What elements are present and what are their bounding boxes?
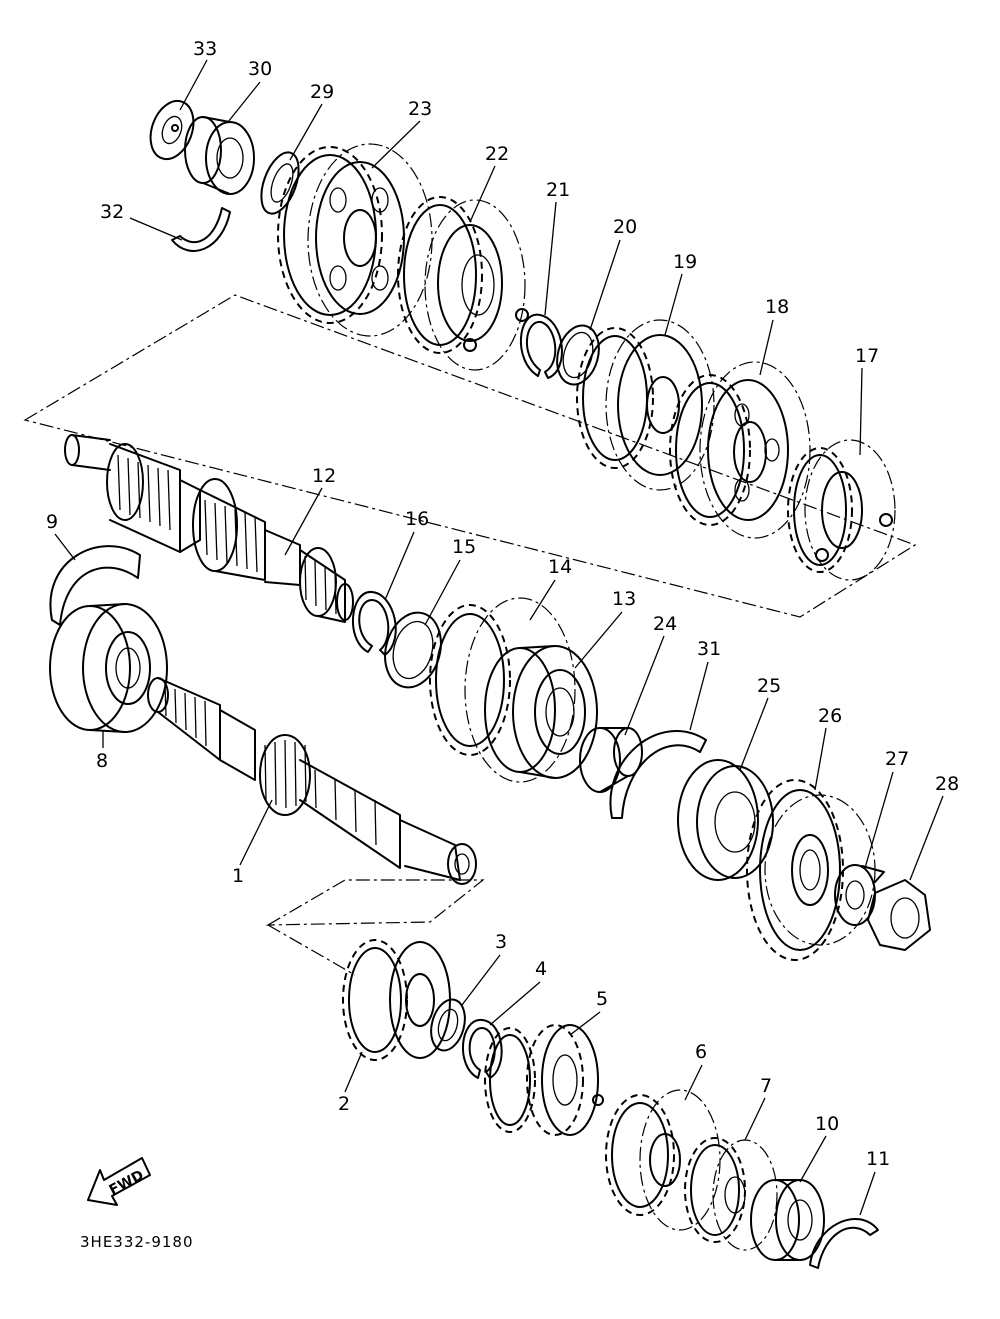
callout-10: 10: [815, 1113, 839, 1135]
callout-13: 13: [612, 588, 636, 610]
part-19-gear: [576, 319, 715, 491]
callout-20: 20: [613, 216, 637, 238]
callout-2: 2: [338, 1093, 350, 1115]
part-28-nut: [867, 879, 931, 951]
part-33-plate: [149, 99, 195, 161]
callout-8: 8: [96, 750, 108, 772]
part-21-circlip: [519, 313, 563, 379]
part-6-gear: [605, 1089, 721, 1231]
callout-14: 14: [548, 556, 572, 578]
part-17-gear: [787, 439, 896, 581]
callout-24: 24: [653, 613, 677, 635]
callout-32: 32: [100, 201, 124, 223]
part-3-washer: [430, 998, 466, 1052]
callout-7: 7: [760, 1075, 772, 1097]
part-11-circlip: [809, 1218, 879, 1269]
callout-4: 4: [535, 958, 547, 980]
callout-30: 30: [248, 58, 272, 80]
lower-assembly-frame: [265, 879, 485, 926]
callout-22: 22: [485, 143, 509, 165]
callout-21: 21: [546, 179, 570, 201]
part-30-bearing: [184, 116, 255, 195]
callout-3: 3: [495, 931, 507, 953]
lower-frame-link: [267, 924, 356, 976]
part-14-gear: [429, 597, 576, 783]
upper-assembly-frame: [23, 294, 917, 618]
part-8-bearing: [49, 603, 168, 733]
callout-17: 17: [855, 345, 879, 367]
part-1-shaft: [147, 677, 477, 885]
callout-31: 31: [697, 638, 721, 660]
callout-27: 27: [885, 748, 909, 770]
callout-6: 6: [695, 1041, 707, 1063]
part-22-gear: [397, 196, 529, 371]
part-10-bearing: [750, 1179, 825, 1261]
fwd-arrow-icon: FWD: [87, 1157, 151, 1206]
part-9-circlip: [49, 545, 141, 626]
callout-28: 28: [935, 773, 959, 795]
fwd-label: FWD: [107, 1167, 147, 1198]
callout-26: 26: [818, 705, 842, 727]
callout-23: 23: [408, 98, 432, 120]
part-24-collar: [579, 727, 643, 793]
callout-15: 15: [452, 536, 476, 558]
callout-29: 29: [310, 81, 334, 103]
part-16-circlip: [352, 590, 397, 656]
callout-9: 9: [46, 511, 58, 533]
part-12-shaft: [64, 434, 354, 623]
part-5-gear: [484, 1024, 604, 1136]
callouts: 33 30 29 23 22 21 20 19 18 17 32 12 16 1…: [46, 38, 959, 1216]
part-26-sprocket: [746, 779, 876, 961]
callout-18: 18: [765, 296, 789, 318]
callout-25: 25: [757, 675, 781, 697]
part-32-circlip: [171, 207, 231, 252]
part-23-gear: [277, 143, 433, 337]
callout-5: 5: [596, 988, 608, 1010]
part-20-washer: [556, 324, 600, 386]
callout-12: 12: [312, 465, 336, 487]
callout-19: 19: [673, 251, 697, 273]
part-31-circlip: [609, 730, 707, 819]
part-code-label: 3HE332-9180: [80, 1233, 194, 1251]
callout-33: 33: [193, 38, 217, 60]
part-18-gear: [669, 361, 811, 539]
part-29-washer: [260, 151, 300, 215]
part-25-oil-seal: [677, 759, 774, 881]
callout-16: 16: [405, 508, 429, 530]
part-13-bearing: [484, 645, 598, 779]
callout-1: 1: [232, 865, 244, 887]
part-7-gear: [684, 1137, 778, 1251]
callout-11: 11: [866, 1148, 890, 1170]
